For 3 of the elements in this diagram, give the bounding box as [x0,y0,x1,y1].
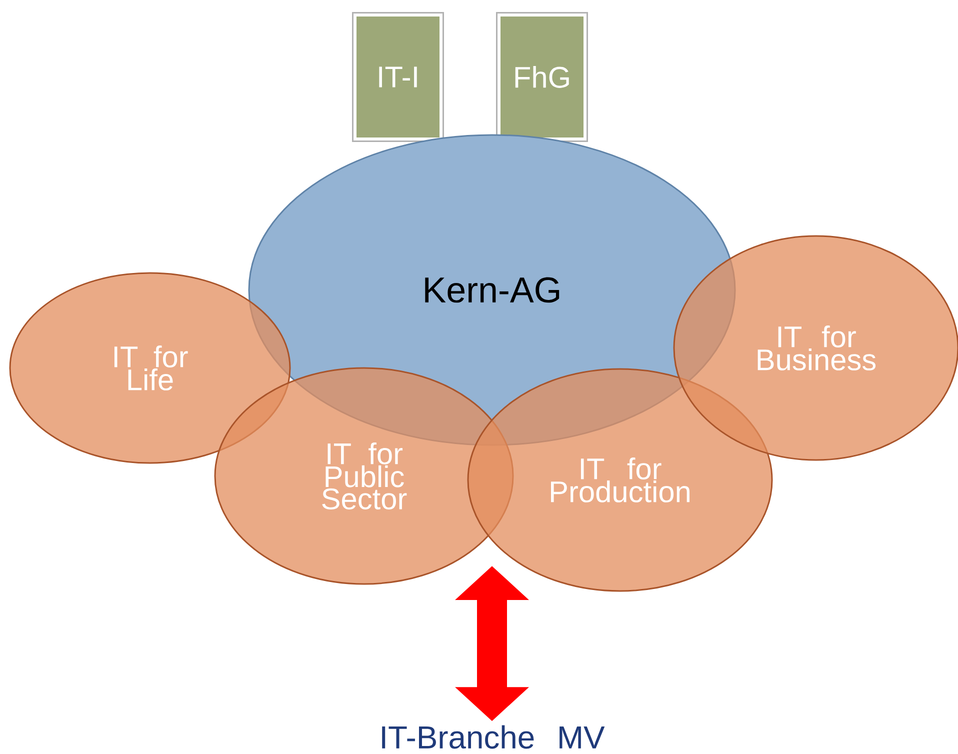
label-box: IT-I [354,14,442,140]
label-box: FhG [498,14,586,140]
label-text: IT-Branche MV [382,725,605,749]
